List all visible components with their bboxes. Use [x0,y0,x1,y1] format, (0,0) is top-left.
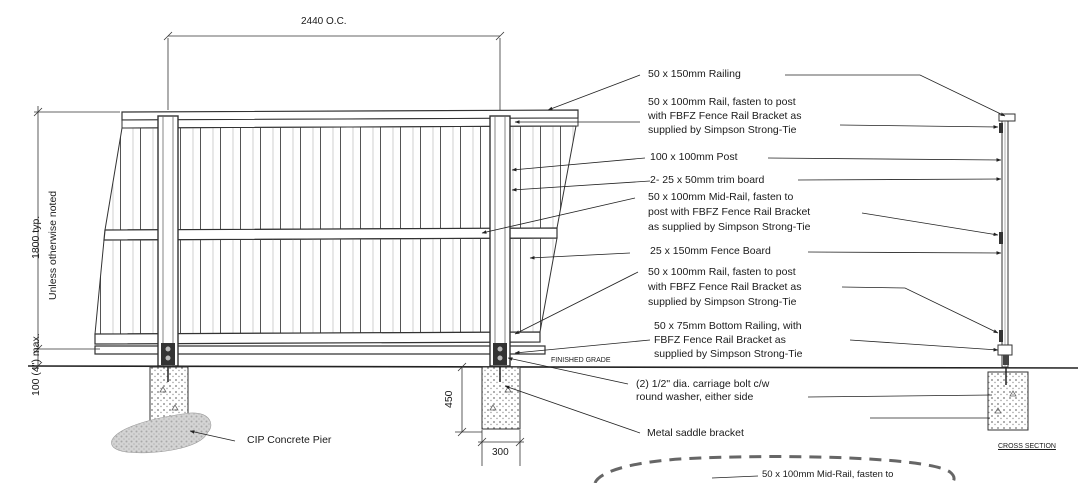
label-trim: 2- 25 x 50mm trim board [650,174,765,186]
label-mid-rail-1: 50 x 100mm Mid-Rail, fasten to [648,191,794,203]
label-concrete-pier: CIP Concrete Pier [247,434,332,446]
label-top-rail-3: supplied by Simpson Strong-Tie [648,124,797,136]
dimension-lines [33,31,525,466]
label-bottom-railing-2: FBFZ Fence Rail Bracket as [654,334,786,346]
post-right [489,115,511,367]
gravel-base [111,412,212,454]
label-bottom-rail-3: supplied by Simpson Strong-Tie [648,296,797,308]
revision-cloud [593,455,956,483]
dimension-post-spacing: 2440 O.C. [301,16,347,27]
label-bottom-callout: 50 x 100mm Mid-Rail, fasten to [762,469,894,480]
label-top-rail-1: 50 x 100mm Rail, fasten to post [648,96,796,108]
label-saddle-bracket: Metal saddle bracket [647,427,744,439]
label-mid-rail-2: post with FBFZ Fence Rail Bracket [648,206,811,218]
label-carriage-bolt-1: (2) 1/2" dia. carriage bolt c/w [636,378,770,390]
concrete-pier-right [481,366,521,430]
label-fence-board: 25 x 150mm Fence Board [650,245,771,257]
label-mid-rail-3: as supplied by Simpson Strong-Tie [648,221,811,233]
dimension-height-note: Unless otherwise noted [47,190,59,300]
saddle-bracket-right [493,343,507,365]
top-rail [121,117,579,129]
label-bottom-railing-3: supplied by Simpson Strong-Tie [654,348,803,360]
label-finished-grade: FINISHED GRADE [551,357,611,364]
dimension-height: 1800 typ. [30,215,42,259]
label-carriage-bolt-2: round washer, either side [636,391,754,403]
label-railing: 50 x 150mm Railing [648,68,741,80]
leader-lines [189,74,1006,479]
label-post: 100 x 100mm Post [650,151,738,163]
label-top-rail-2: with FBFZ Fence Rail Bracket as [648,110,802,122]
label-cross-section: CROSS SECTION [998,443,1056,450]
label-bottom-rail-1: 50 x 100mm Rail, fasten to post [648,266,796,278]
dimension-gap: 100 (4") max. [30,333,42,396]
post-left [157,115,179,367]
bottom-railing [94,345,546,355]
label-bottom-railing-1: 50 x 75mm Bottom Railing, with [654,320,802,332]
saddle-bracket-left [161,343,175,365]
fence-elevation [27,109,1079,454]
label-bottom-rail-2: with FBFZ Fence Rail Bracket as [648,281,802,293]
dimension-pier-width: 300 [492,447,509,458]
bottom-rail [94,331,541,345]
dimension-pier-depth: 450 [443,390,455,408]
cross-section-detail [987,113,1029,431]
finished-grade-line [27,365,1079,369]
